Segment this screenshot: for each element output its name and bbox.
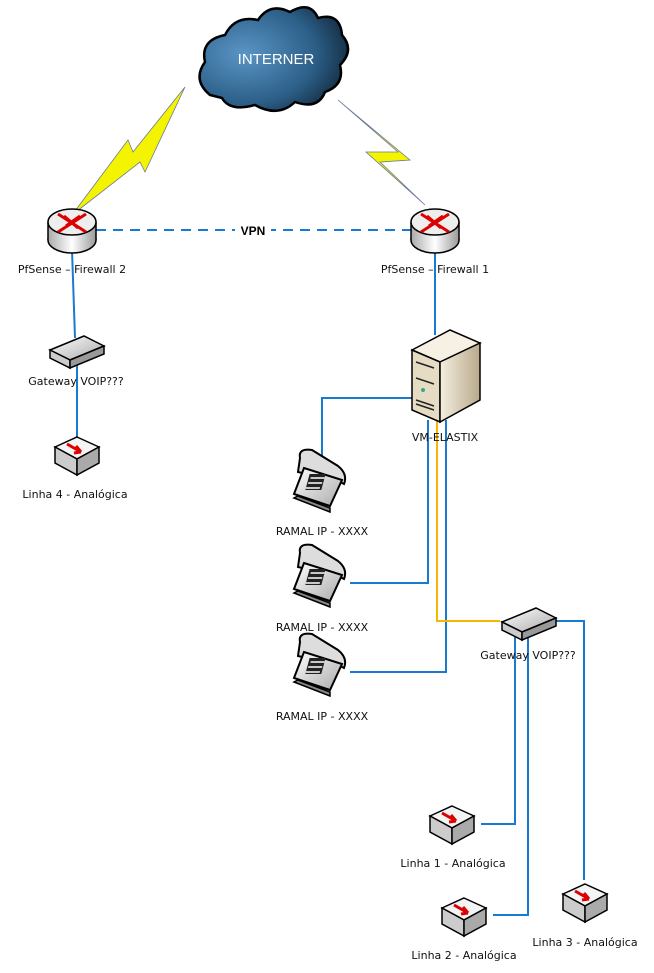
linha4-icon <box>53 435 101 477</box>
phone3-label: RAMAL IP - XXXX <box>276 710 369 723</box>
cloud-icon <box>198 5 350 112</box>
link-server-phone3 <box>350 420 447 673</box>
linha3-icon <box>561 882 609 924</box>
firewall1-label: PfSense – Firewall 1 <box>381 263 489 276</box>
phone3-icon <box>293 632 347 697</box>
link-fw2-gateway <box>71 249 76 339</box>
phone2-icon <box>293 543 347 608</box>
phone1-label: RAMAL IP - XXXX <box>276 525 369 538</box>
gateway-right-icon <box>501 607 557 641</box>
lightning-left-icon <box>71 86 186 216</box>
gateway-left-icon <box>49 335 105 369</box>
linha1-icon <box>428 804 476 846</box>
link-gateway-linha1 <box>481 636 516 825</box>
firewall2-label: PfSense – Firewall 2 <box>18 263 126 276</box>
vpn-label: VPN <box>241 224 266 238</box>
server-label: VM-ELASTIX <box>412 431 479 444</box>
analog-link-server-gateway <box>436 420 500 622</box>
gateway-right-label: Gateway VOIP??? <box>480 649 576 662</box>
phone1-icon <box>293 448 347 513</box>
link-server-phone2 <box>350 420 429 584</box>
linha3-label: Linha 3 - Analógica <box>532 936 637 949</box>
cloud-label: INTERNER <box>238 51 315 68</box>
phone2-label: RAMAL IP - XXXX <box>276 621 369 634</box>
linha4-label: Linha 4 - Analógica <box>22 488 127 501</box>
firewall2-router-icon <box>46 207 98 255</box>
lightning-right-icon <box>337 99 426 206</box>
link-gateway-linha2 <box>493 636 529 916</box>
link-server-phone1 <box>321 397 412 462</box>
linha2-label: Linha 2 - Analógica <box>411 949 516 962</box>
gateway-left-label: Gateway VOIP??? <box>28 375 124 388</box>
links <box>71 229 585 916</box>
server-icon <box>410 329 482 424</box>
link-gateway-linha3 <box>555 620 585 880</box>
linha1-label: Linha 1 - Analógica <box>400 857 505 870</box>
firewall1-router-icon <box>409 207 461 255</box>
linha2-icon <box>440 896 488 938</box>
